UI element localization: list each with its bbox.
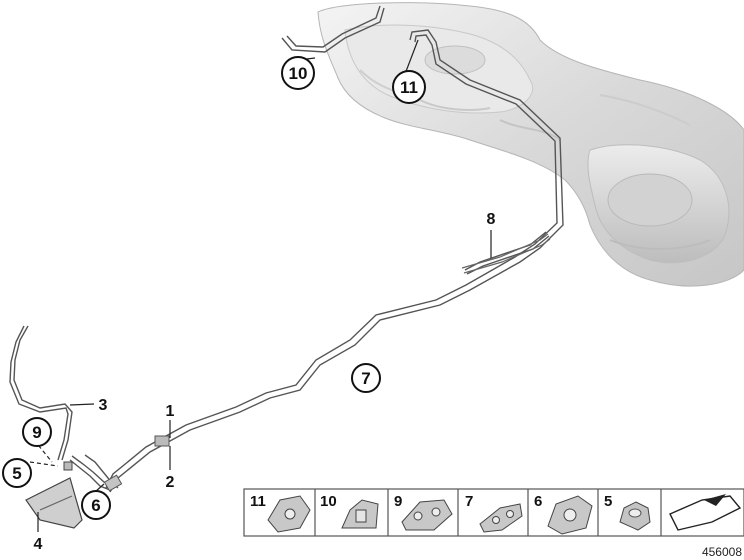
nut-5-part	[63, 461, 73, 471]
svg-text:9: 9	[394, 493, 402, 510]
svg-text:7: 7	[361, 369, 370, 388]
strip-cell-arrow	[669, 494, 742, 531]
svg-text:5: 5	[12, 464, 21, 483]
svg-text:9: 9	[32, 423, 41, 442]
callout-8: 8	[487, 211, 496, 228]
strip-cell-6: 6	[534, 493, 593, 535]
svg-text:5: 5	[604, 493, 612, 510]
clip-1	[154, 435, 170, 447]
callout-3: 3	[99, 397, 108, 414]
svg-text:11: 11	[400, 78, 418, 97]
leader-lines	[29, 39, 492, 532]
svg-text:6: 6	[91, 496, 100, 515]
strip-cell-11: 11	[250, 493, 311, 533]
clip-6	[103, 474, 123, 492]
svg-text:11: 11	[250, 493, 266, 510]
callout-5: 5	[2, 458, 32, 488]
parts-strip: 11 10 9 7	[243, 488, 744, 537]
callout-10: 10	[281, 56, 315, 90]
callout-2: 2	[166, 474, 175, 491]
svg-text:10: 10	[289, 64, 308, 83]
svg-text:7: 7	[465, 493, 473, 510]
strip-cell-5: 5	[604, 493, 651, 531]
clip-7-icon	[479, 503, 523, 533]
callout-1: 1	[166, 403, 175, 420]
clip-10-icon	[341, 499, 379, 529]
svg-text:6: 6	[534, 493, 542, 510]
callout-4: 4	[34, 536, 43, 553]
clip-9-icon	[401, 499, 453, 531]
fuel-line-segment-8	[461, 233, 551, 274]
nut-5-icon	[619, 501, 651, 531]
arrow-icon	[669, 494, 742, 531]
callout-11: 11	[392, 70, 426, 104]
strip-cell-9: 9	[394, 493, 453, 531]
clip-11-icon	[267, 495, 311, 533]
strip-cell-10: 10	[320, 493, 379, 529]
bracket-4	[25, 477, 83, 529]
svg-text:10: 10	[320, 493, 337, 510]
callout-9: 9	[22, 417, 52, 447]
callout-7: 7	[351, 363, 381, 393]
fuel-tank	[317, 2, 744, 287]
reference-number: 456008	[702, 545, 742, 559]
callout-6: 6	[81, 490, 111, 520]
strip-cell-7: 7	[465, 493, 523, 533]
clip-6-icon	[547, 495, 593, 535]
